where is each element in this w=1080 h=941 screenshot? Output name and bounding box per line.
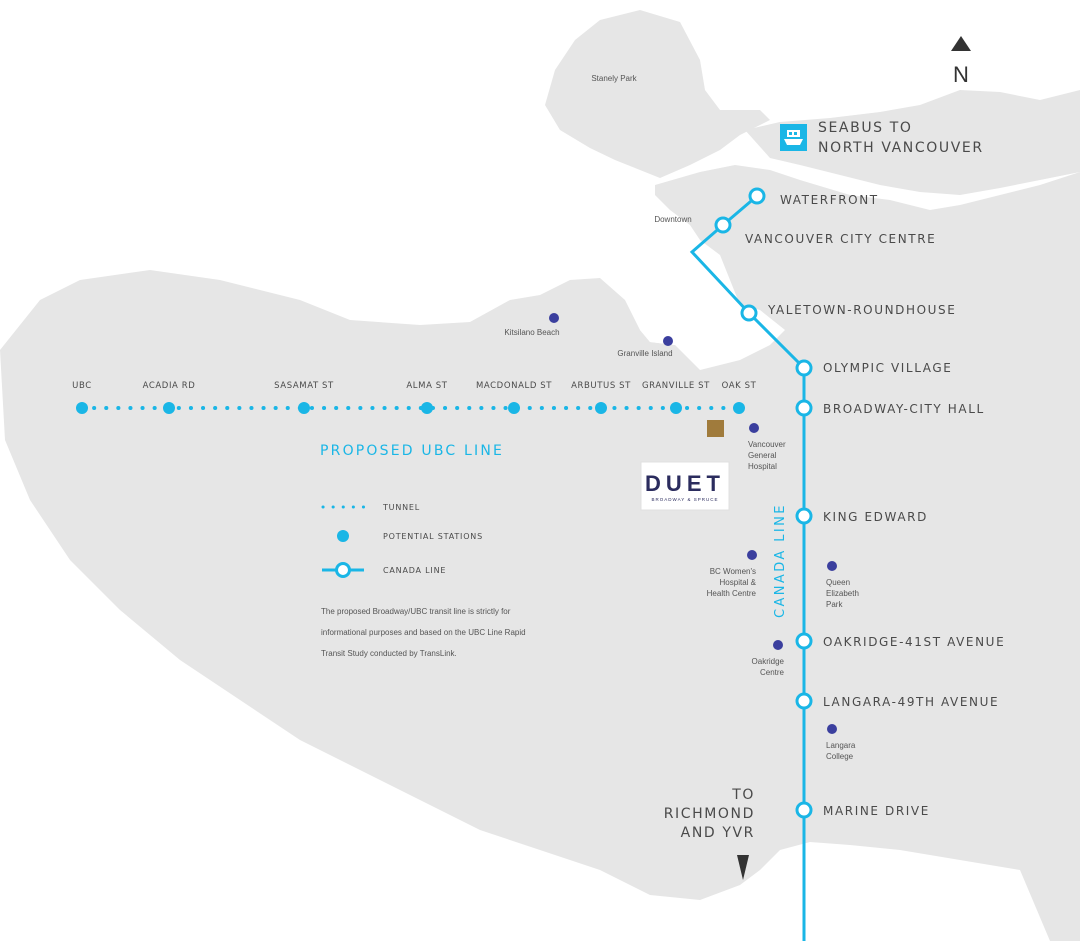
ubc-line-title: PROPOSED UBC LINE: [320, 443, 504, 459]
duet-logo-card[interactable]: DUET BROADWAY & SPRUCE: [640, 461, 730, 511]
ferry-icon[interactable]: [780, 124, 807, 151]
place-queen-elizabeth-3: Park: [826, 600, 843, 609]
poi-marker-queen-elizabeth[interactable]: [827, 561, 837, 571]
legend-canada-label: CANADA LINE: [383, 566, 446, 575]
poi-marker-kitsilano[interactable]: [549, 313, 559, 323]
disclaimer-line-1: The proposed Broadway/UBC transit line i…: [321, 607, 511, 616]
station-marker-olympic-village[interactable]: [795, 359, 813, 377]
land-stanley-park: [545, 10, 770, 178]
poi-marker-oakridge-centre[interactable]: [773, 640, 783, 650]
station-label-waterfront: WATERFRONT: [780, 193, 879, 207]
place-langara-college-1: Langara: [826, 741, 856, 750]
station-marker-langara-49th[interactable]: [795, 692, 813, 710]
station-label-oakridge-41st: OAKRIDGE-41ST AVENUE: [823, 635, 1005, 649]
place-oakridge-centre-2: Centre: [760, 668, 785, 677]
seabus-label-line2: NORTH VANCOUVER: [818, 140, 984, 156]
station-marker-sasamat[interactable]: [298, 402, 310, 414]
legend-station-swatch: [337, 530, 349, 542]
legend: TUNNEL POTENTIAL STATIONS CANADA LINE: [321, 503, 483, 578]
duet-tagline: BROADWAY & SPRUCE: [652, 497, 719, 502]
seabus-label-line1: SEABUS TO: [818, 120, 912, 136]
station-marker-yaletown-roundhouse[interactable]: [740, 304, 758, 322]
station-marker-macdonald[interactable]: [508, 402, 520, 414]
place-queen-elizabeth-2: Elizabeth: [826, 589, 859, 598]
duet-logo-text: DUET: [645, 471, 725, 496]
place-vgh-3: Hospital: [748, 462, 777, 471]
station-marker-broadway-city-hall[interactable]: [795, 399, 813, 417]
disclaimer-line-3: Transit Study conducted by TransLink.: [321, 649, 457, 658]
north-arrow-icon: [951, 36, 971, 51]
place-downtown: Downtown: [654, 215, 691, 224]
station-marker-ubc[interactable]: [76, 402, 88, 414]
duet-location-marker[interactable]: [707, 420, 724, 437]
place-kitsilano: Kitsilano Beach: [504, 328, 559, 337]
station-label-arbutus: ARBUTUS ST: [571, 381, 631, 391]
legend-tunnel-label: TUNNEL: [382, 503, 420, 512]
land-vancouver: [0, 165, 1080, 941]
disclaimer-line-2: informational purposes and based on the …: [321, 628, 526, 637]
canada-line-title: CANADA LINE: [773, 503, 788, 618]
station-label-alma: ALMA ST: [406, 381, 447, 391]
station-marker-oakridge-41st[interactable]: [795, 632, 813, 650]
station-marker-granville[interactable]: [670, 402, 682, 414]
place-langara-college-2: College: [826, 752, 854, 761]
station-marker-marine-drive[interactable]: [795, 801, 813, 819]
station-label-marine-drive: MARINE DRIVE: [823, 804, 930, 818]
station-label-broadway-city-hall: BROADWAY-CITY HALL: [823, 402, 985, 416]
richmond-label-line3: AND YVR: [681, 825, 755, 841]
place-stanley-park: Stanely Park: [591, 74, 637, 83]
richmond-label-line1: TO: [731, 787, 755, 803]
place-vgh-1: Vancouver: [748, 440, 786, 449]
south-arrow-icon: [737, 855, 749, 880]
poi-marker-bc-womens[interactable]: [747, 550, 757, 560]
station-label-ubc: UBC: [72, 381, 92, 391]
place-bc-womens-1: BC Women's: [710, 567, 756, 576]
place-oakridge-centre-1: Oakridge: [752, 657, 785, 666]
station-label-vancouver-city-centre: VANCOUVER CITY CENTRE: [745, 232, 936, 246]
poi-marker-granville-island[interactable]: [663, 336, 673, 346]
land-false-creek-south: [640, 322, 690, 345]
station-label-olympic-village: OLYMPIC VILLAGE: [823, 361, 952, 375]
place-granville-island: Granville Island: [617, 349, 672, 358]
compass-letter: N: [953, 62, 969, 87]
legend-canada-swatch-ring: [335, 562, 351, 578]
station-label-acadia: ACADIA RD: [143, 381, 196, 391]
ubc-line-stations: [76, 402, 745, 414]
place-bc-womens-2: Hospital &: [720, 578, 757, 587]
canada-line-stations: [714, 187, 813, 819]
poi-marker-langara-college[interactable]: [827, 724, 837, 734]
station-label-sasamat: SASAMAT ST: [274, 381, 334, 391]
place-vgh-2: General: [748, 451, 777, 460]
station-marker-waterfront[interactable]: [748, 187, 766, 205]
place-queen-elizabeth-1: Queen: [826, 578, 850, 587]
place-bc-womens-3: Health Centre: [707, 589, 757, 598]
station-marker-acadia[interactable]: [163, 402, 175, 414]
station-label-granville: GRANVILLE ST: [642, 381, 710, 391]
legend-stations-label: POTENTIAL STATIONS: [383, 532, 483, 541]
poi-marker-vgh[interactable]: [749, 423, 759, 433]
land-north-shore: [745, 90, 1080, 195]
station-label-macdonald: MACDONALD ST: [476, 381, 552, 391]
station-marker-oak[interactable]: [733, 402, 745, 414]
station-marker-king-edward[interactable]: [795, 507, 813, 525]
station-marker-vancouver-city-centre[interactable]: [714, 216, 732, 234]
station-label-langara-49th: LANGARA-49TH AVENUE: [823, 695, 999, 709]
station-label-yaletown-roundhouse: YALETOWN-ROUNDHOUSE: [767, 303, 956, 317]
station-marker-alma[interactable]: [421, 402, 433, 414]
richmond-label-line2: RICHMOND: [664, 806, 755, 822]
station-label-oak: OAK ST: [722, 381, 757, 391]
station-marker-arbutus[interactable]: [595, 402, 607, 414]
station-label-king-edward: KING EDWARD: [823, 510, 928, 524]
